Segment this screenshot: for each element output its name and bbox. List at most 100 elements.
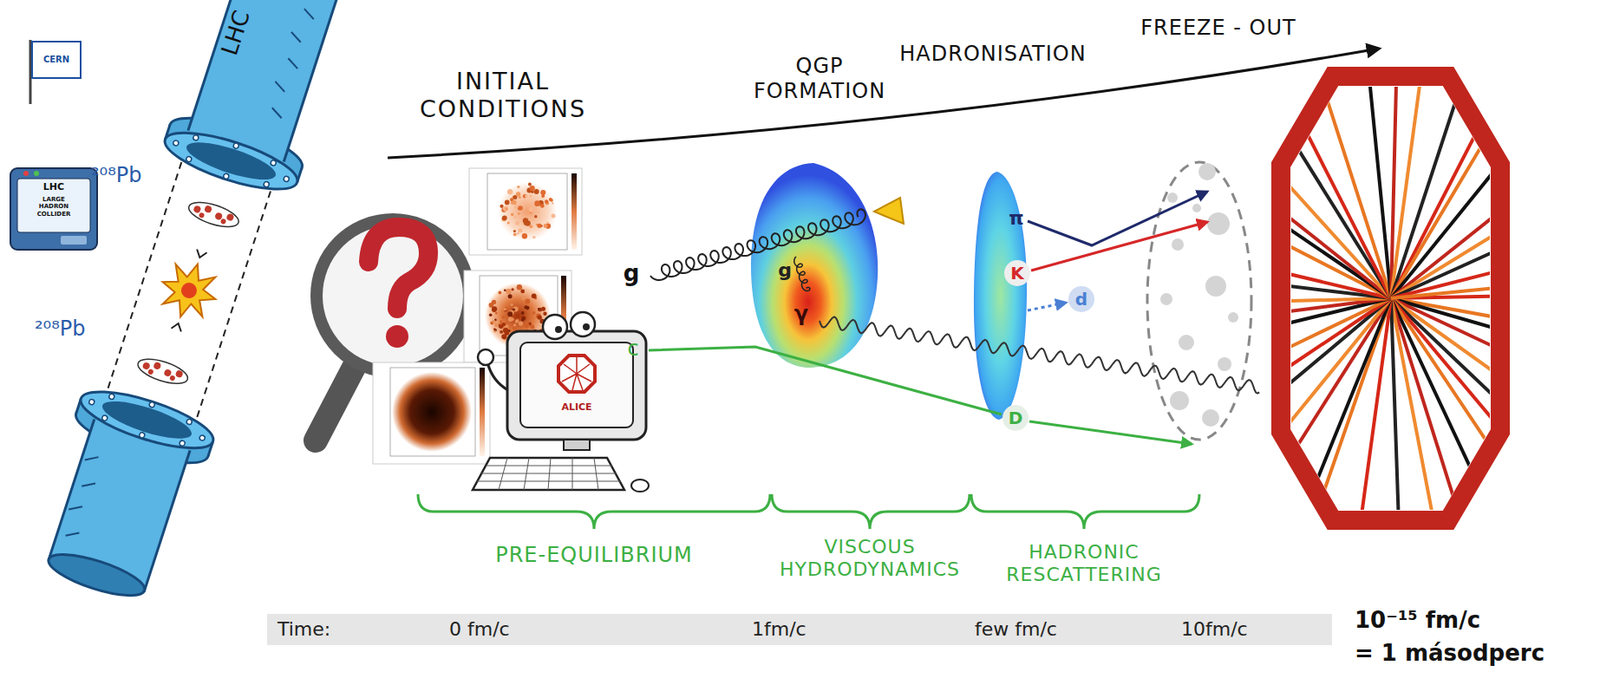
heat-dot	[489, 313, 493, 318]
heat-dot	[520, 289, 525, 294]
heat-dot	[529, 324, 535, 329]
heat-dot	[517, 205, 523, 210]
heat-dot	[522, 316, 526, 320]
heat-dot	[521, 315, 527, 321]
time-note: = 1 másodperc	[1354, 640, 1545, 667]
heat-dot	[510, 317, 515, 321]
particle-track	[1391, 298, 1600, 453]
heat-dot	[508, 329, 511, 333]
heat-dot	[510, 213, 515, 217]
heat-dot	[523, 305, 528, 309]
computer-cartoon	[472, 312, 649, 492]
particle-track	[1304, 27, 1392, 299]
heat-dot	[539, 308, 543, 312]
heat-dot	[507, 222, 510, 225]
particle-label: K	[1010, 264, 1025, 282]
heat-dot	[529, 185, 536, 191]
machine-text: LHC	[43, 181, 65, 193]
particle-label: c	[626, 336, 639, 362]
freeze-out-surface	[1147, 162, 1252, 440]
particle-label: d	[1075, 290, 1088, 308]
qgp-fireball	[751, 163, 878, 368]
heat-dot	[499, 320, 503, 323]
heat-dot	[540, 203, 545, 209]
heat-dot	[531, 293, 537, 299]
particle-track	[1204, 150, 1392, 299]
heat-dot	[494, 323, 499, 328]
phase-label: VISCOUS HYDRODYNAMICS	[779, 535, 960, 582]
heat-dot	[499, 330, 503, 334]
heat-dot	[521, 311, 525, 315]
particle-label: π	[1008, 207, 1024, 230]
gluon-line	[650, 208, 866, 281]
heat-dot	[512, 195, 517, 200]
time-note: 10⁻¹⁵ fm/c	[1354, 607, 1481, 634]
heat-dot	[515, 320, 519, 324]
heat-dot	[503, 307, 507, 311]
particle-track	[1217, 298, 1392, 512]
heat-dot	[528, 182, 532, 187]
particle-circle: K	[1004, 260, 1031, 287]
heat-dot	[532, 235, 536, 239]
heat-dot	[491, 306, 497, 312]
particle-track	[1391, 176, 1588, 299]
particle-track	[1306, 298, 1392, 505]
heat-dot	[517, 228, 523, 233]
heat-dot	[534, 200, 540, 206]
photon-line	[819, 317, 1260, 394]
heat-dot	[524, 195, 528, 198]
particle-track	[1391, 243, 1600, 299]
lhc-machine-icon	[10, 168, 98, 250]
jet-cone	[874, 197, 904, 224]
heat-dot	[503, 288, 507, 292]
gluon-line	[794, 256, 810, 292]
heat-dot	[534, 189, 540, 195]
heat-dot	[505, 322, 509, 326]
stage-heading: FREEZE - OUT	[1140, 15, 1296, 41]
lead-nucleus	[135, 353, 191, 388]
particle-track	[1391, 298, 1401, 585]
particle-label: γ	[794, 301, 809, 327]
phase-label: HADRONIC RESCATTERING	[1005, 541, 1163, 588]
heat-dot	[535, 209, 540, 214]
particle-track	[1188, 298, 1392, 434]
collision-burst	[150, 241, 229, 339]
heat-dot	[498, 323, 504, 329]
event-display	[1116, 26, 1600, 586]
heat-dot	[513, 233, 517, 237]
heat-dot	[540, 189, 546, 196]
particle-track	[1277, 116, 1392, 299]
heat-dot	[491, 300, 497, 305]
phase-brace	[417, 494, 1200, 529]
heat-dot	[516, 185, 520, 189]
heat-dot	[502, 215, 508, 221]
heat-dot	[513, 229, 516, 233]
heat-dot	[501, 333, 507, 340]
particle-label: D	[1008, 409, 1024, 427]
particle-label: g	[777, 259, 792, 282]
heat-dot	[536, 223, 542, 229]
heat-dot	[517, 212, 521, 216]
heat-dot	[542, 312, 547, 316]
heat-dot	[495, 312, 498, 315]
particle-track	[1391, 26, 1481, 299]
heat-dot	[546, 221, 549, 224]
heat-dot	[498, 291, 503, 295]
nucleus-label: ²⁰⁸Pb	[34, 316, 86, 342]
initial-state-plot	[372, 362, 490, 464]
time-tick-label: few fm/c	[974, 613, 1058, 646]
heat-dot	[505, 324, 509, 327]
heat-dot	[518, 195, 522, 199]
nucleus-label: ²⁰⁸Pb	[91, 163, 143, 189]
heat-dot	[532, 311, 536, 315]
initial-state-plot	[469, 168, 582, 255]
heat-dot	[502, 327, 509, 334]
heat-dot	[522, 217, 529, 223]
particle-track	[1391, 52, 1538, 299]
heat-dot	[548, 197, 553, 202]
particle-track	[1199, 86, 1392, 299]
particle-track	[1391, 298, 1525, 458]
hadron-gas	[973, 171, 1027, 420]
heat-dot	[507, 311, 513, 317]
